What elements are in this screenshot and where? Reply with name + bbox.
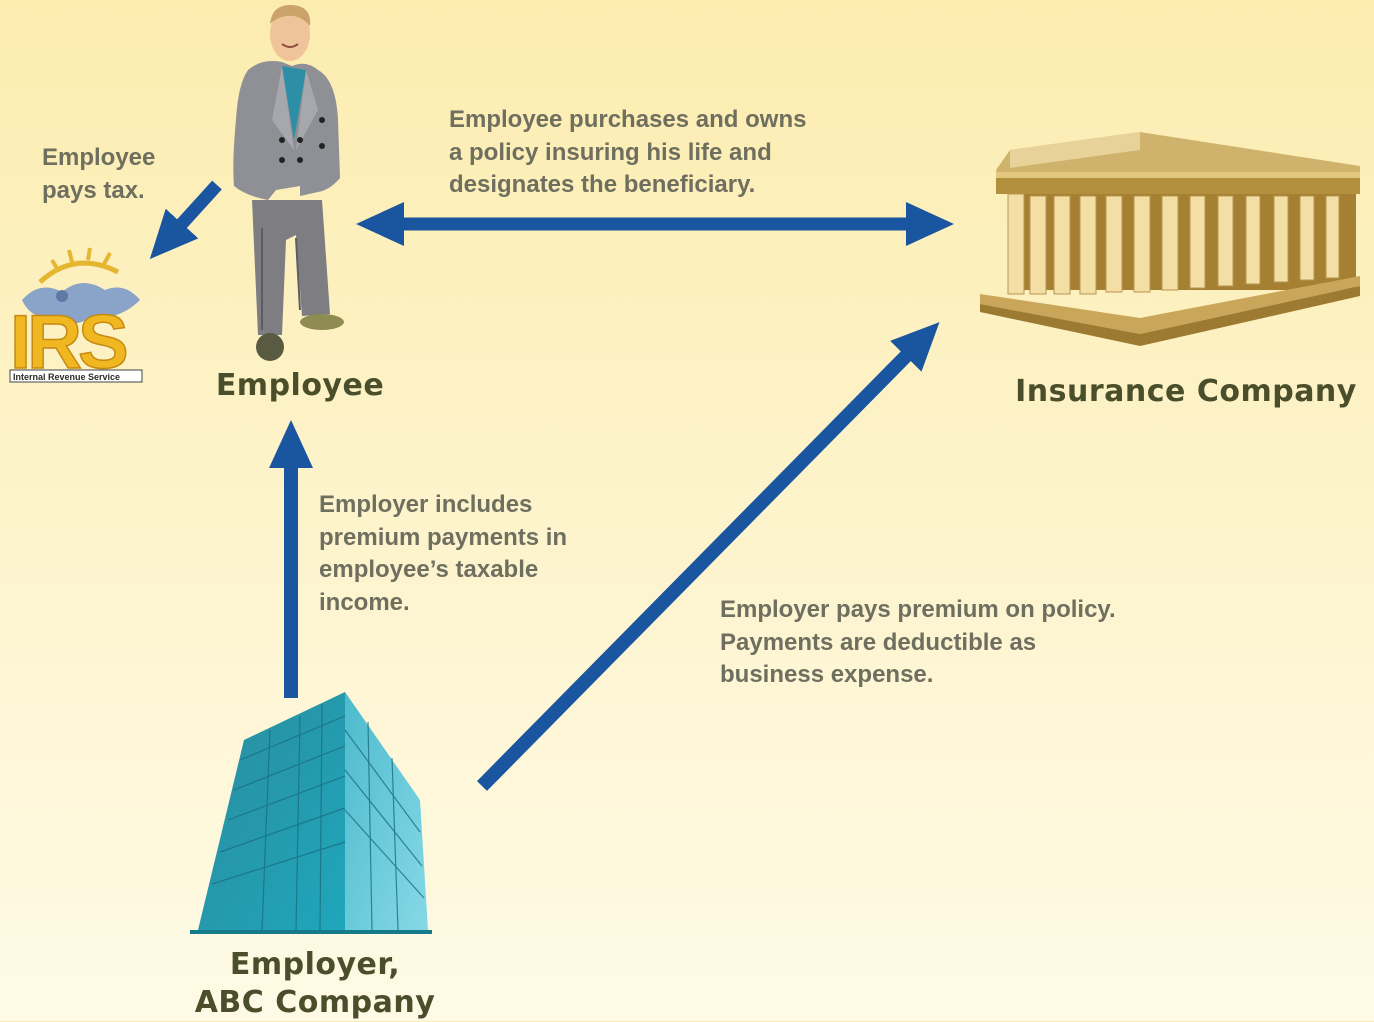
note-line: Payments are deductible as	[720, 628, 1037, 656]
note-employee-purchases-policy: Employee purchases and owns a policy ins…	[449, 104, 806, 202]
irs-subtitle: Internal Revenue Service	[13, 372, 120, 382]
employer-title: Employer, ABC Company	[160, 946, 470, 1022]
note-employer-pays-premium: Employer pays premium on policy. Payment…	[720, 594, 1116, 692]
note-line: designates the beneficiary.	[449, 171, 756, 198]
employer-title-line-1: Employer,	[229, 947, 401, 982]
note-line: Employee purchases and owns	[449, 106, 807, 133]
note-line: pays tax.	[42, 176, 145, 204]
note-employee-pays-tax: Employee pays tax.	[42, 142, 155, 207]
note-line: Employer pays premium on policy.	[720, 596, 1116, 623]
arrow-employee-to-irs	[149, 180, 222, 260]
note-employer-includes-premium: Employer includes premium payments in em…	[319, 489, 567, 619]
arrow-employer-to-insurance	[477, 322, 940, 791]
insurance-company-title: Insurance Company	[1015, 374, 1357, 409]
employee-title: Employee	[215, 368, 385, 403]
note-line: income.	[319, 588, 410, 616]
note-line: a policy insuring his life and	[449, 138, 772, 166]
employer-title-line-2: ABC Company	[194, 985, 436, 1020]
note-line: Employer includes	[319, 491, 533, 518]
note-line: premium payments in	[319, 523, 568, 551]
note-line: business expense.	[720, 661, 934, 688]
note-line: Employee	[42, 144, 156, 171]
note-line: employee’s taxable	[319, 556, 539, 583]
